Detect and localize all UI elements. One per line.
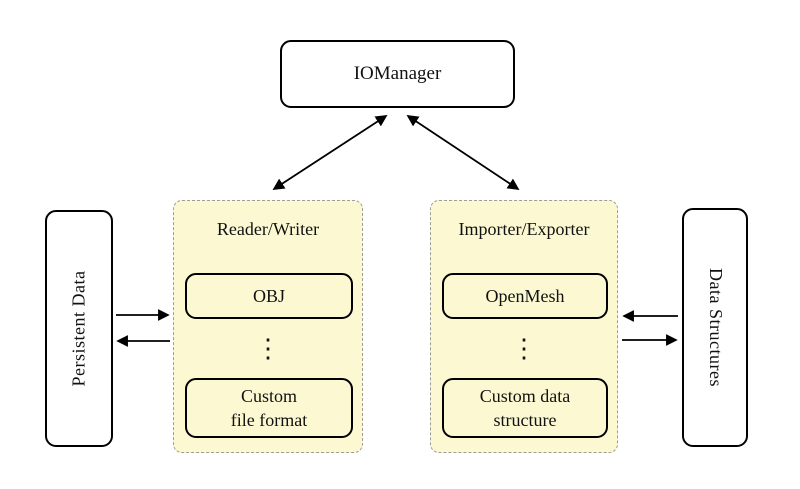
custom-file-format-node: Custom file format: [185, 378, 353, 438]
custom-data-structure-node: Custom data structure: [442, 378, 608, 438]
reader-writer-group: Reader/Writer OBJ ⋮ Custom file format: [173, 200, 363, 453]
importer-exporter-title: Importer/Exporter: [458, 219, 590, 239]
arrow-iomanager-readerwriter: [272, 115, 388, 190]
data-structures-label: Data Structures: [705, 268, 726, 387]
obj-node: OBJ: [185, 273, 353, 319]
arrow-iomanager-importerexporter: [406, 115, 520, 190]
importer-exporter-group: Importer/Exporter OpenMesh ⋮ Custom data…: [430, 200, 618, 453]
persistent-data-label: Persistent Data: [68, 270, 89, 387]
iomanager-label: IOManager: [353, 63, 442, 84]
iomanager-node: IOManager: [280, 40, 515, 108]
vertical-ellipsis: ⋮: [255, 334, 281, 363]
openmesh-node: OpenMesh: [442, 273, 608, 319]
vertical-ellipsis: ⋮: [511, 334, 537, 363]
data-structures-node: Data Structures: [682, 208, 748, 447]
reader-writer-title: Reader/Writer: [216, 219, 320, 239]
persistent-data-node: Persistent Data: [45, 210, 113, 447]
